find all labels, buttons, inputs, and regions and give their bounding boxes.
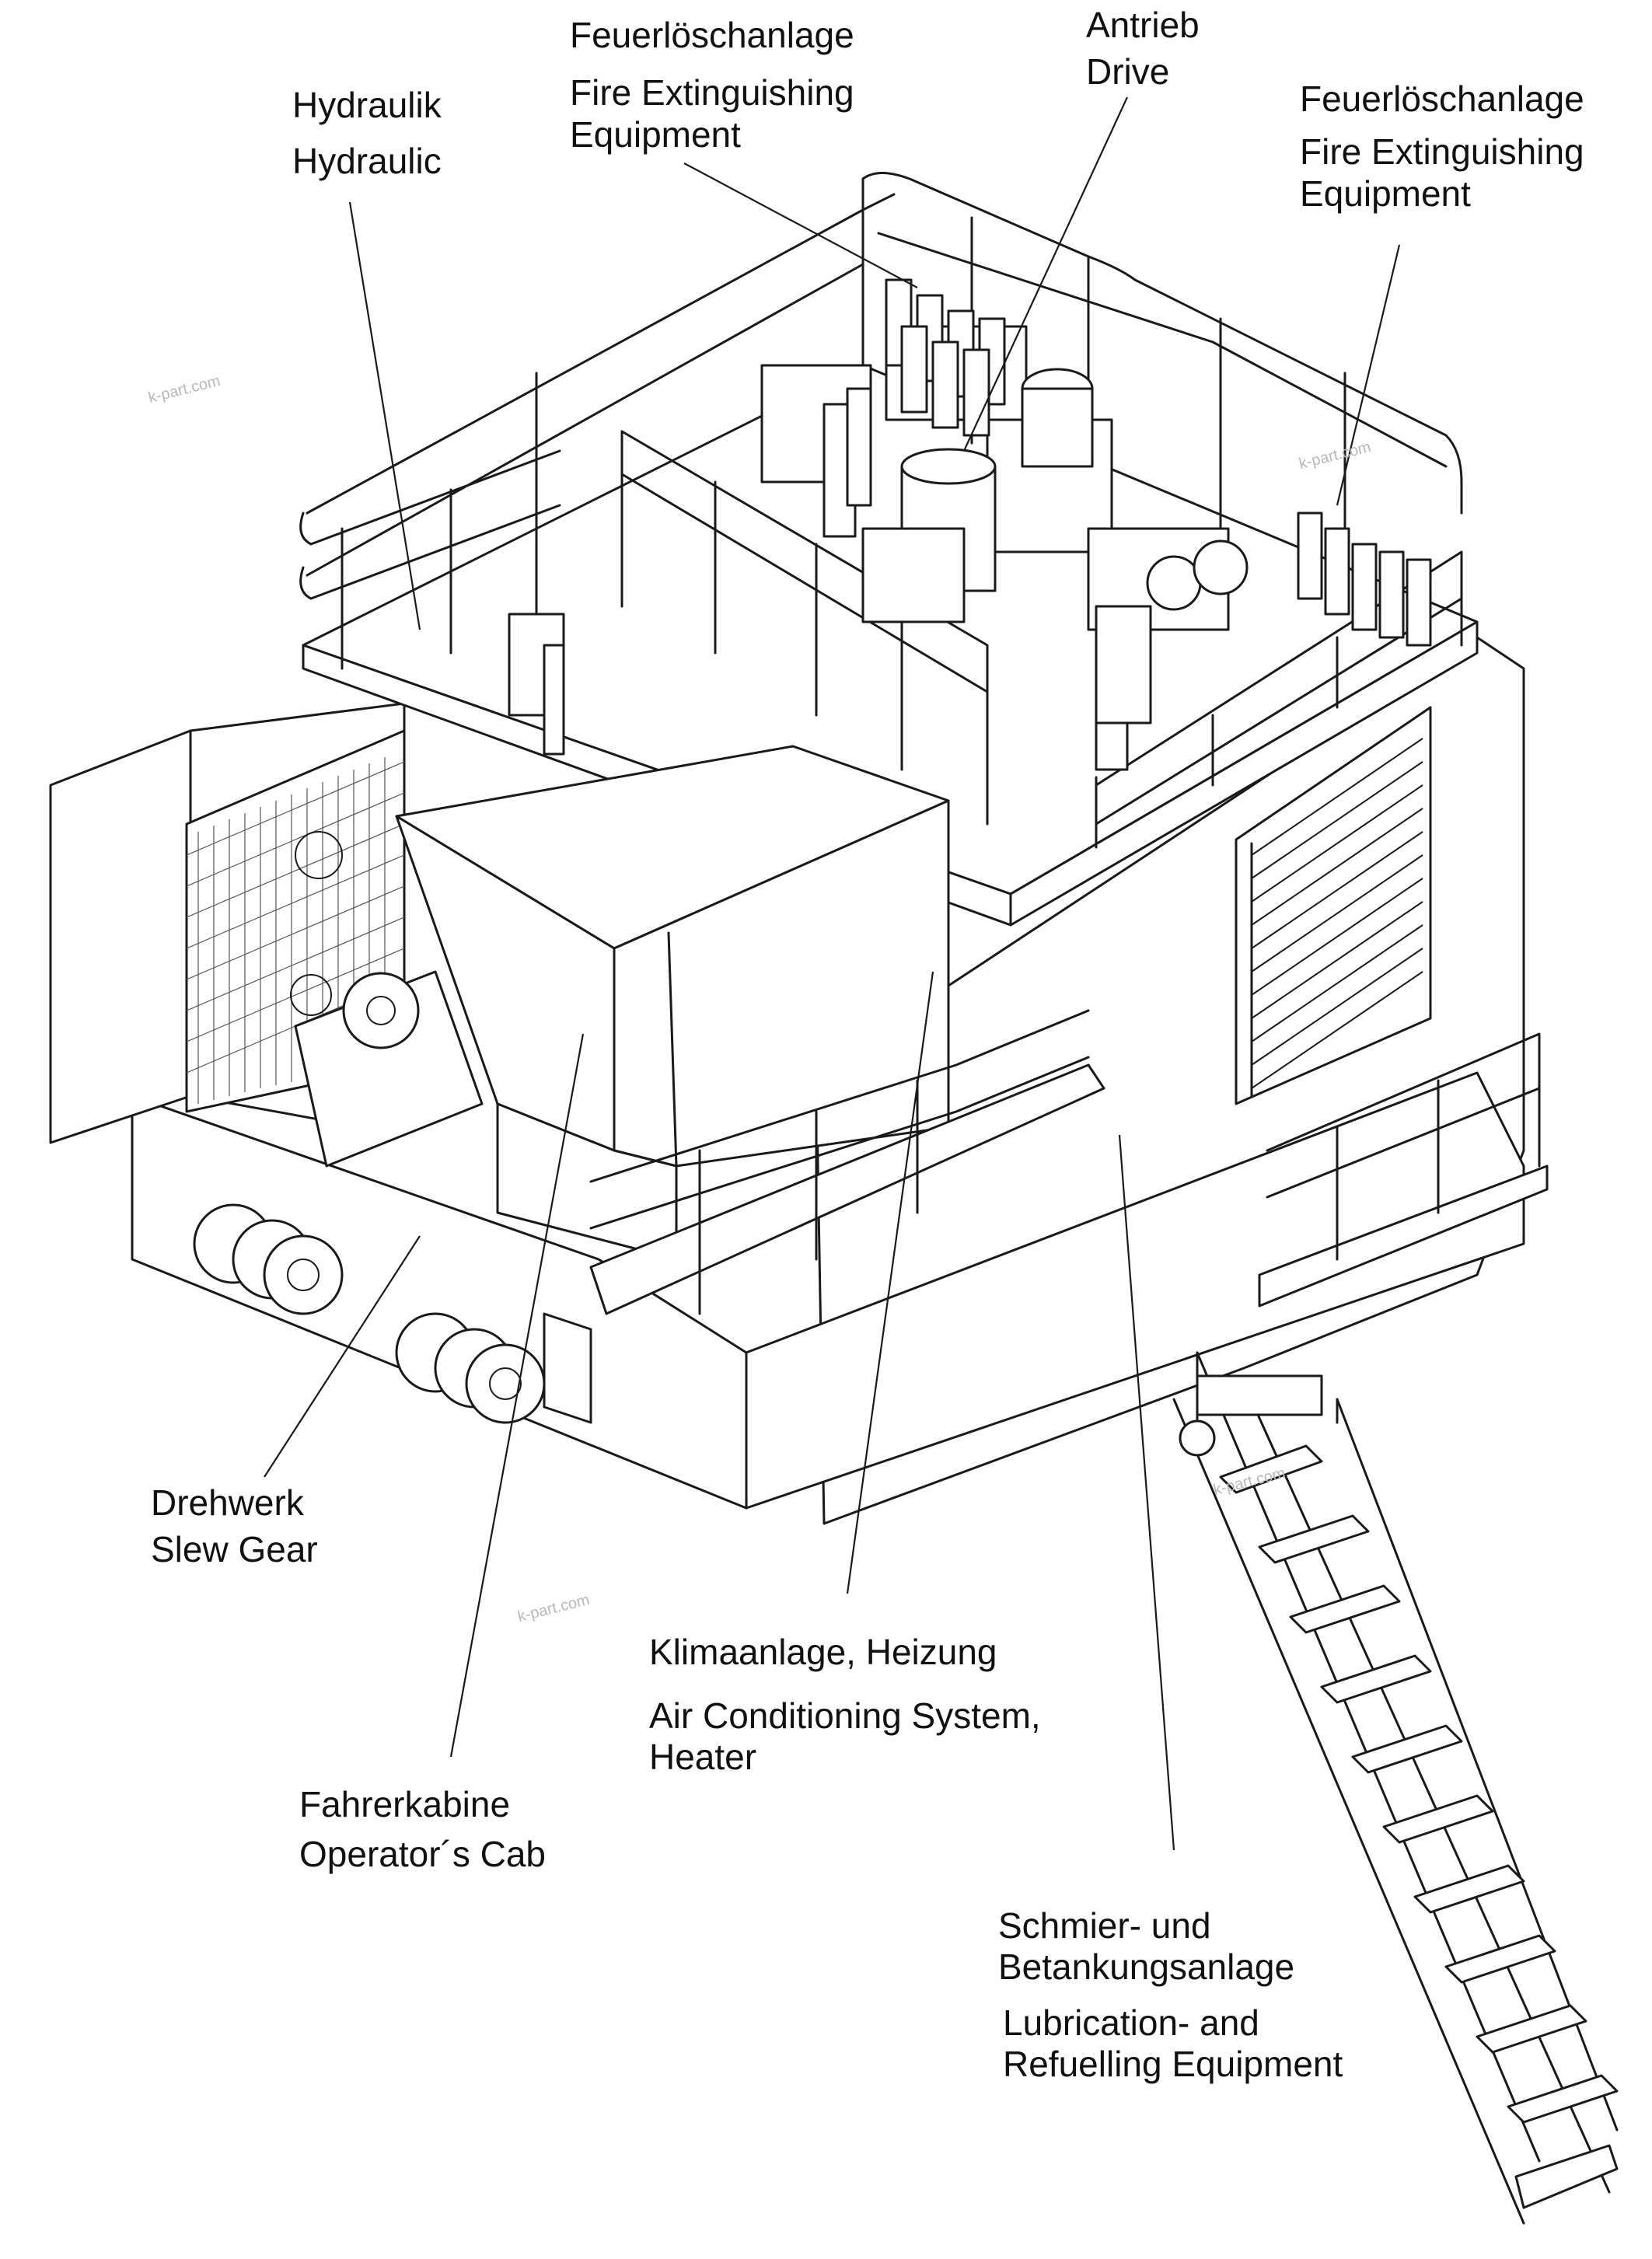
label-kabine-de: Fahrerkabine: [299, 1784, 511, 1824]
label-fire2-de: Feuerlöschanlage: [1300, 79, 1584, 119]
fire-extinguishing-bottles-right: [1297, 512, 1432, 647]
leader-antrieb: [963, 96, 1128, 452]
right-walkway: [1258, 1032, 1549, 1308]
leader-fire-top: [683, 162, 918, 288]
label-antrieb-en: Drive: [1086, 51, 1170, 92]
label-klima-en-2: Heater: [649, 1737, 757, 1777]
label-fire2-en-1: Fire Extinguishing: [1300, 131, 1584, 172]
access-stairs: [1172, 1351, 1619, 2225]
hydraulic-unit: [508, 613, 565, 756]
label-fire1-en-2: Equipment: [570, 114, 741, 155]
front-walkway: [589, 1009, 1105, 1315]
leader-schmier: [1118, 1134, 1175, 1851]
label-schmier-en-2: Refuelling Equipment: [1003, 2044, 1343, 2084]
leader-fire-right: [1336, 244, 1401, 506]
slew-gear-assembly: [193, 970, 592, 1424]
label-schmier-en-1: Lubrication- and: [1003, 2002, 1259, 2043]
label-drehwerk-de: Drehwerk: [151, 1482, 304, 1523]
leader-drehwerk: [264, 1235, 421, 1478]
label-drehwerk-en: Slew Gear: [151, 1529, 318, 1569]
label-schmier-de-2: Betankungsanlage: [998, 1947, 1295, 1987]
label-klima-en-1: Air Conditioning System,: [649, 1695, 1041, 1736]
label-hydraulik-en: Hydraulic: [292, 141, 442, 181]
operators-cab: [395, 745, 950, 1261]
label-kabine-en: Operator´s Cab: [299, 1834, 547, 1874]
label-fire1-en-1: Fire Extinguishing: [570, 72, 854, 113]
label-antrieb-de: Antrieb: [1086, 5, 1200, 45]
label-hydraulik-de: Hydraulik: [292, 85, 442, 125]
leader-kabine: [449, 1033, 585, 1758]
leader-hydraulik: [348, 201, 421, 630]
louver-panel: [1235, 706, 1432, 1105]
leader-klima: [846, 971, 934, 1594]
label-fire1-de: Feuerlöschanlage: [570, 15, 854, 55]
fire-extinguishing-bottles-top: [885, 278, 1006, 437]
label-fire2-en-2: Equipment: [1300, 173, 1471, 214]
label-klima-de: Klimaanlage, Heizung: [649, 1632, 997, 1672]
leader-lines: [264, 96, 1401, 1851]
label-schmier-de-1: Schmier- und: [998, 1905, 1211, 1946]
